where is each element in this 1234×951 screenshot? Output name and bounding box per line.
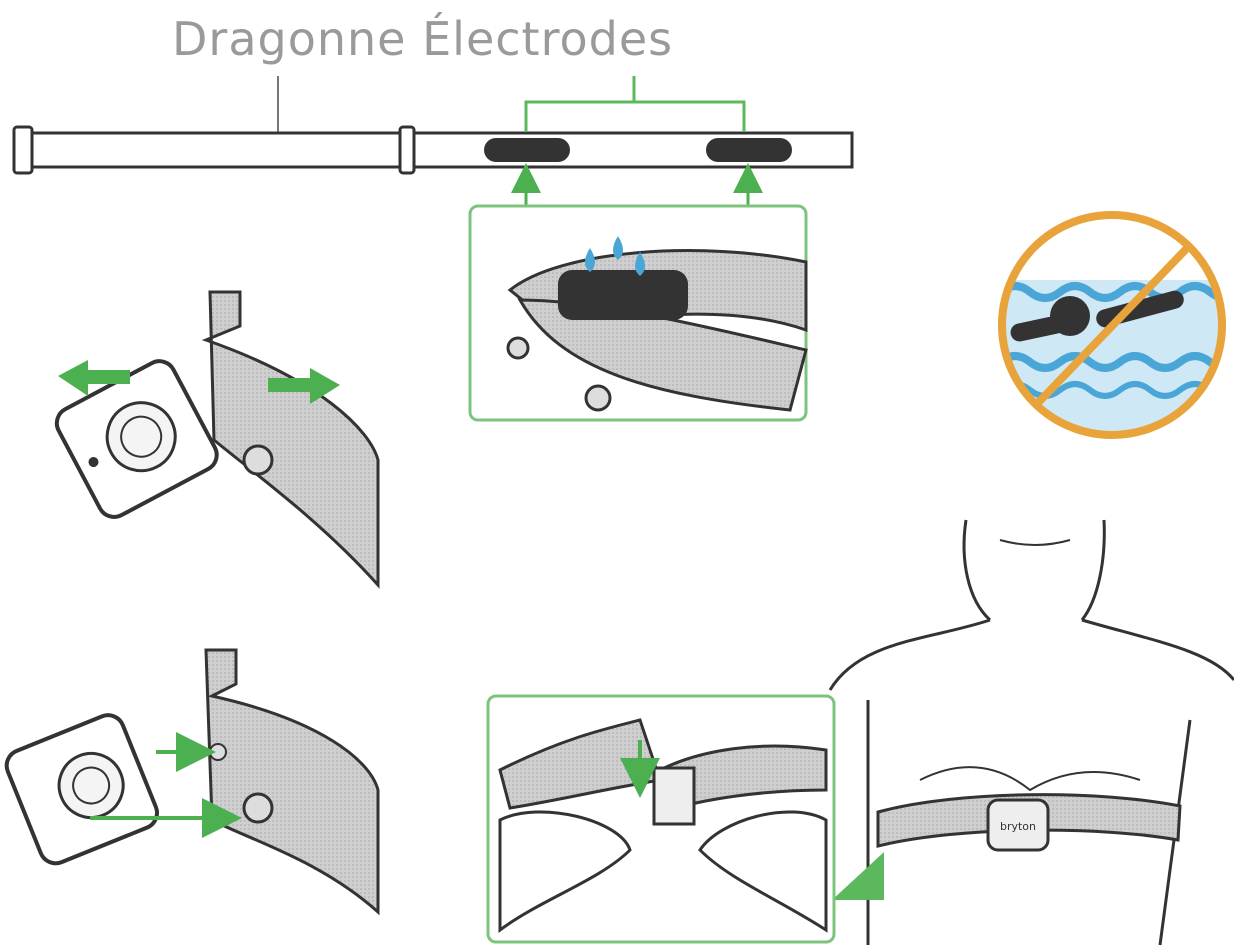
sensor-brand-text: bryton xyxy=(1000,820,1036,833)
electrode-left xyxy=(484,138,570,162)
arrow-right-detach xyxy=(268,368,340,404)
electrodes-label: Électrodes xyxy=(422,12,674,66)
electrode-pad xyxy=(558,270,688,320)
body-wearing-strap: bryton xyxy=(828,519,1234,946)
hand-left xyxy=(498,810,632,933)
no-swimming-icon xyxy=(998,211,1226,439)
snap-stud xyxy=(584,384,612,412)
water-drops-icon xyxy=(585,236,645,276)
fasten-strap-inset xyxy=(486,694,836,944)
strap-hook xyxy=(652,766,696,826)
chest-strap-flat xyxy=(12,76,854,210)
electrode-right xyxy=(706,138,792,162)
sensor-detach-illustration xyxy=(54,290,380,589)
strap-buckle-left xyxy=(12,125,34,175)
arrow-left-detach xyxy=(58,360,130,396)
diagram-title: Dragonne Électrodes xyxy=(172,12,673,66)
electrodes-bracket xyxy=(524,100,746,132)
snap-stud-2 xyxy=(506,336,530,360)
strap-label: Dragonne xyxy=(172,12,407,66)
hand-right xyxy=(698,810,828,933)
worn-sensor xyxy=(986,798,1050,852)
strap-adjuster xyxy=(398,125,416,175)
inset-pointer xyxy=(832,852,884,900)
sensor-attach-illustration xyxy=(4,648,380,916)
moisten-electrodes-inset xyxy=(468,204,808,422)
